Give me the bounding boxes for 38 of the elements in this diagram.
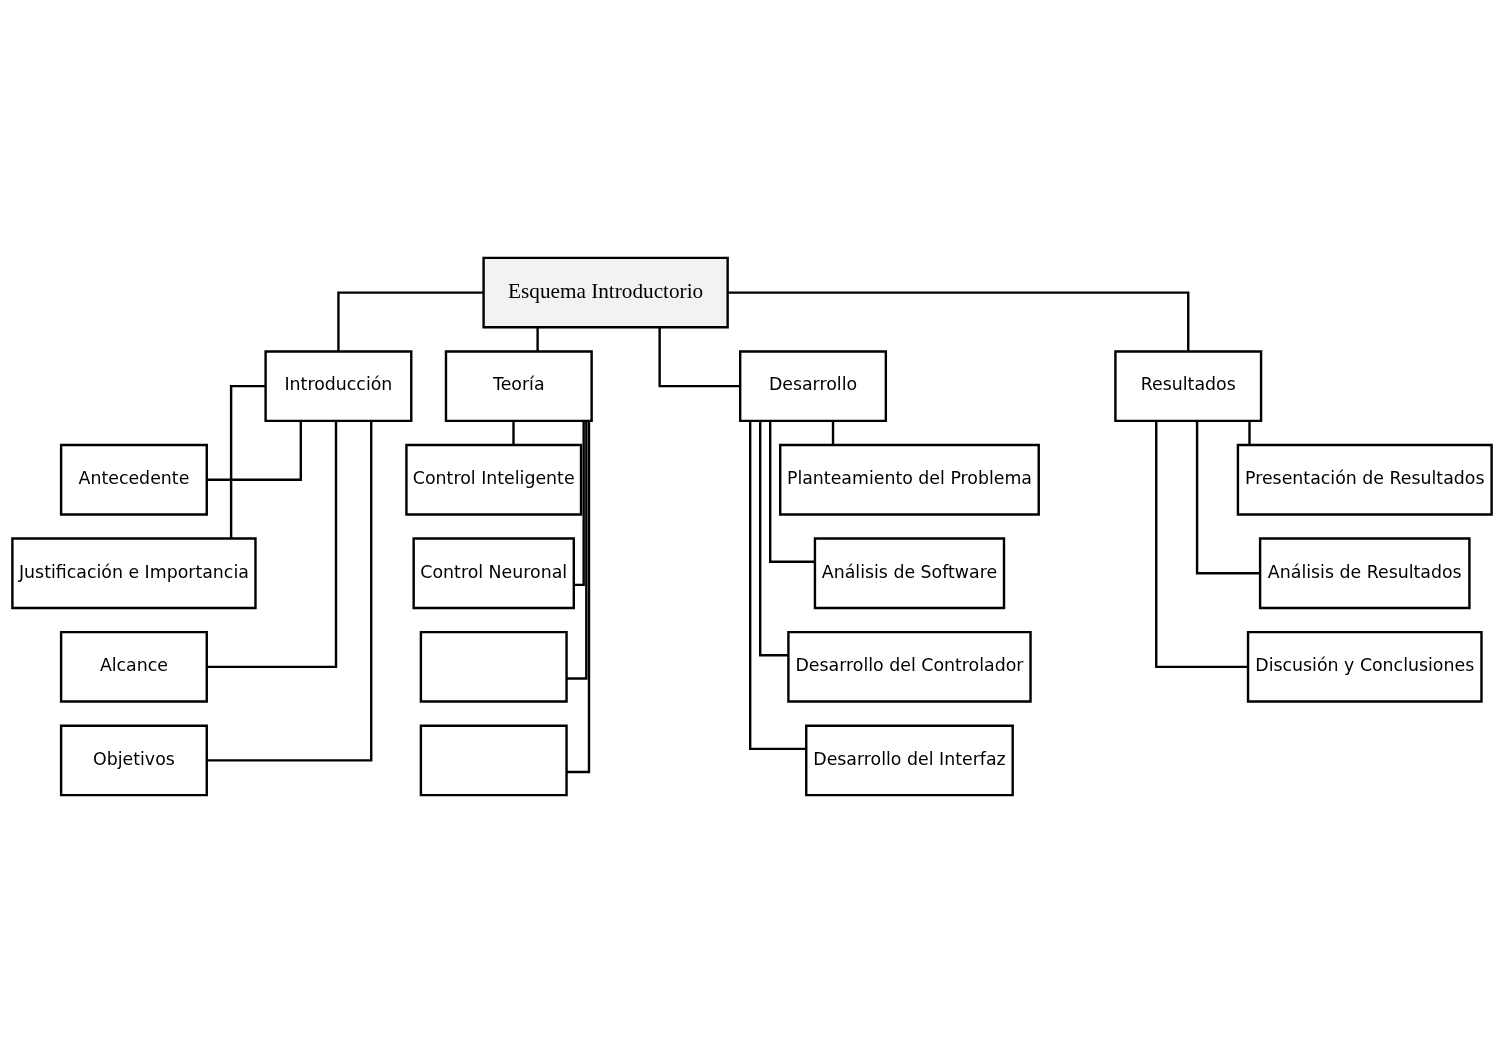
connector xyxy=(727,290,1190,351)
connector xyxy=(337,290,484,351)
node-box xyxy=(419,630,568,703)
node-box: Introducción xyxy=(264,349,413,422)
node-box xyxy=(419,724,568,796)
connector xyxy=(574,420,585,586)
node-box: Objetivos xyxy=(59,724,208,796)
connector xyxy=(206,420,338,668)
node-box: Presentación de Resultados xyxy=(1236,443,1493,516)
connector xyxy=(229,384,266,538)
node-box: Justificación e Importancia xyxy=(11,536,257,609)
node-box: Control Inteligente xyxy=(405,443,583,516)
node-box: Antecedente xyxy=(59,443,208,516)
connector xyxy=(658,326,740,387)
node-box: Desarrollo del Controlador xyxy=(787,630,1032,703)
connector xyxy=(512,420,515,445)
node-box: Planteamiento del Problema xyxy=(779,443,1040,516)
node-box: Control Neuronal xyxy=(412,536,575,609)
node-box: Análisis de Software xyxy=(813,536,1006,609)
connector xyxy=(769,420,815,563)
connector xyxy=(749,420,806,750)
node-box: Desarrollo del Interfaz xyxy=(805,724,1014,796)
connector xyxy=(1155,420,1248,668)
connector xyxy=(206,420,302,481)
node-box: Desarrollo xyxy=(738,349,888,422)
connector xyxy=(566,420,588,680)
node-box: Resultados xyxy=(1114,349,1263,422)
connector xyxy=(831,420,835,445)
connector xyxy=(1248,420,1251,445)
node-box: Análisis de Resultados xyxy=(1258,536,1471,609)
node-box: Teoría xyxy=(444,349,593,422)
node-box: Discusión y Conclusiones xyxy=(1246,630,1483,703)
connector xyxy=(207,420,373,762)
connector xyxy=(759,420,789,656)
connector xyxy=(1195,420,1260,574)
node-box: Esquema Introductorio xyxy=(482,256,729,328)
node-box: Alcance xyxy=(59,630,208,703)
connector xyxy=(536,326,539,351)
